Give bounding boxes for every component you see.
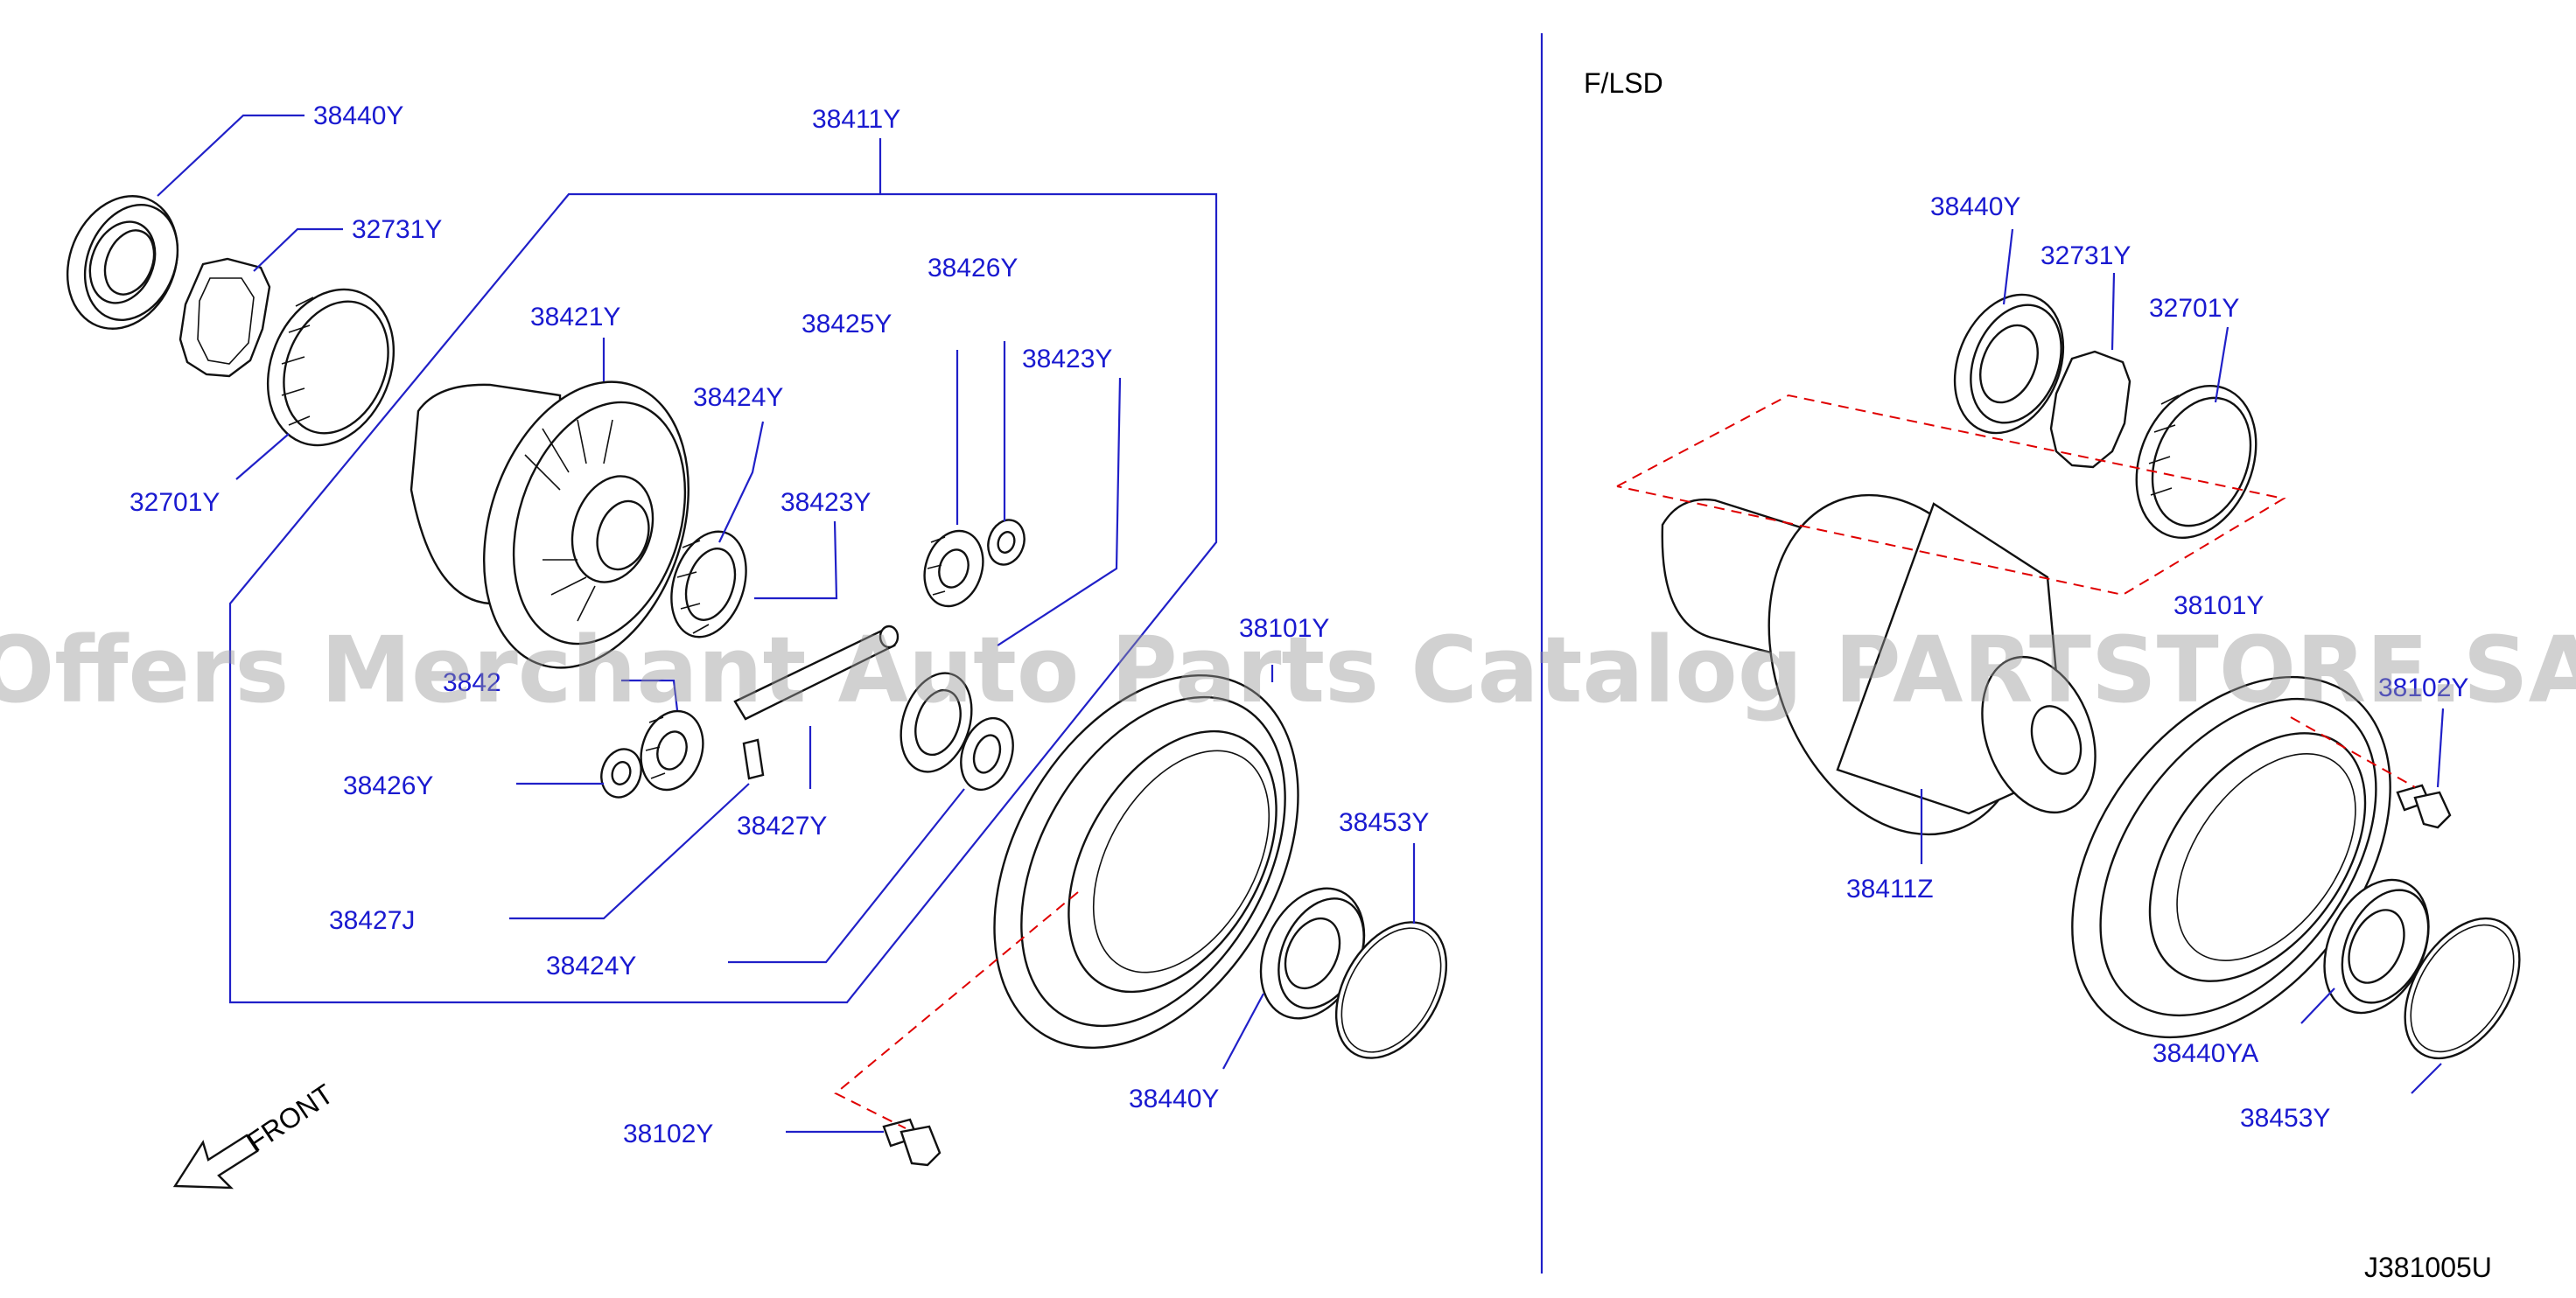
- label-32731Y-right[interactable]: 32731Y: [2040, 241, 2131, 270]
- label-38102Y-right[interactable]: 38102Y: [2378, 673, 2468, 702]
- leader-38423Y-mid: [754, 520, 838, 600]
- label-38425Y[interactable]: 38425Y: [802, 310, 892, 338]
- bearing-38440YA-part[interactable]: [2304, 863, 2449, 1030]
- label-38411Y[interactable]: 38411Y: [812, 105, 900, 134]
- leader-32701Y-right: [2214, 326, 2230, 403]
- bolt-38102Y-part[interactable]: [882, 1118, 942, 1167]
- assembly-frame-38411Y: [228, 192, 1218, 1004]
- leader-38102Y-right: [2436, 708, 2445, 788]
- lock-pin-38427J-part[interactable]: [742, 738, 765, 780]
- label-32701Y-right[interactable]: 32701Y: [2149, 294, 2239, 323]
- ring-gear-38101Y-part[interactable]: [932, 622, 1361, 1101]
- label-38411Z[interactable]: 38411Z: [1846, 875, 1934, 904]
- lsd-case-38411Z-part[interactable]: [1661, 458, 2116, 871]
- label-38423Y-mid[interactable]: 38423Y: [780, 488, 871, 517]
- label-38102Y[interactable]: 38102Y: [623, 1120, 713, 1148]
- leader-38453Y-right: [2411, 1063, 2442, 1094]
- label-38440YA[interactable]: 38440YA: [2152, 1039, 2258, 1068]
- label-38424Y-bottom[interactable]: 38424Y: [546, 952, 636, 980]
- retainer-32701Y-right-part[interactable]: [2115, 368, 2278, 556]
- leader-38440YA: [2300, 987, 2335, 1024]
- label-38426Y-top[interactable]: 38426Y: [928, 254, 1018, 283]
- leader-38440Y-right: [2002, 228, 2014, 305]
- shim-32731Y-part[interactable]: [178, 257, 271, 378]
- label-38425-partial[interactable]: 3842: [443, 668, 501, 697]
- label-38440Y-bottom[interactable]: 38440Y: [1129, 1085, 1219, 1113]
- label-38421Y[interactable]: 38421Y: [530, 303, 620, 331]
- ring-gear-38101Y-right-part[interactable]: [2006, 618, 2455, 1097]
- side-gear-38424Y-bottom-part[interactable]: [889, 664, 984, 781]
- label-38101Y[interactable]: 38101Y: [1239, 614, 1329, 643]
- thrust-washer-38423Y-part[interactable]: [952, 711, 1021, 796]
- pinion-gear-38425-bottom-part[interactable]: [631, 703, 712, 799]
- bearing-38440Y-right-part[interactable]: [1936, 278, 2083, 450]
- label-32701Y[interactable]: 32701Y: [130, 488, 220, 517]
- leader-32731Y-right: [2110, 272, 2116, 351]
- leader-38440Y-bottom: [1222, 993, 1264, 1070]
- thrust-washer-38426Y-top-part[interactable]: [983, 515, 1030, 569]
- section-title-flsd: F/LSD: [1584, 67, 1663, 99]
- label-38453Y[interactable]: 38453Y: [1339, 808, 1429, 837]
- leader-38424Y-top: [718, 421, 765, 543]
- pinion-gear-38425Y-part[interactable]: [915, 523, 992, 613]
- o-ring-38453Y-right-part[interactable]: [2382, 898, 2544, 1078]
- diff-case-38421Y-part[interactable]: [410, 355, 724, 694]
- label-38424Y-top[interactable]: 38424Y: [693, 383, 783, 412]
- shim-32731Y-right-part[interactable]: [2049, 350, 2132, 469]
- retainer-32701Y-part[interactable]: [245, 270, 416, 464]
- leader-38423Y-top: [997, 377, 1122, 646]
- o-ring-38453Y-part[interactable]: [1313, 903, 1469, 1077]
- front-label: FRONT: [242, 1078, 339, 1157]
- label-38426Y-bottom[interactable]: 38426Y: [343, 771, 433, 800]
- watermark-text: Offers Merchant Auto Parts Catalog PARTS…: [0, 617, 2576, 723]
- leader-32701Y: [235, 433, 290, 480]
- front-arrow-icon: [172, 1134, 259, 1190]
- label-38440Y[interactable]: 38440Y: [313, 101, 403, 130]
- side-gear-38424Y-part[interactable]: [659, 522, 759, 647]
- label-38101Y-right[interactable]: 38101Y: [2174, 591, 2264, 620]
- leader-32731Y: [253, 227, 343, 272]
- label-38423Y-top[interactable]: 38423Y: [1022, 345, 1112, 373]
- label-38453Y-right[interactable]: 38453Y: [2240, 1104, 2330, 1133]
- diagram-code: J381005U: [2364, 1252, 2492, 1283]
- label-38427J[interactable]: 38427J: [329, 906, 415, 935]
- leader-38440Y: [157, 114, 304, 197]
- fastening-guide-right: [2290, 716, 2416, 788]
- thrust-washer-38426Y-bottom-part[interactable]: [595, 744, 647, 803]
- label-38427Y[interactable]: 38427Y: [737, 812, 827, 841]
- fastening-guide-left: [834, 891, 1079, 1129]
- leader-38424Y-bottom: [728, 788, 965, 964]
- label-32731Y[interactable]: 32731Y: [352, 215, 442, 244]
- leader-38427J: [509, 783, 750, 920]
- bearing-38440Y-part[interactable]: [48, 179, 197, 345]
- label-38440Y-right[interactable]: 38440Y: [1930, 192, 2020, 221]
- assembly-guide-right: [1616, 394, 2286, 597]
- bolt-38102Y-right-part[interactable]: [2396, 784, 2452, 829]
- leader-38425-bottom: [621, 679, 679, 711]
- pinion-shaft-38427Y-part[interactable]: [733, 625, 900, 721]
